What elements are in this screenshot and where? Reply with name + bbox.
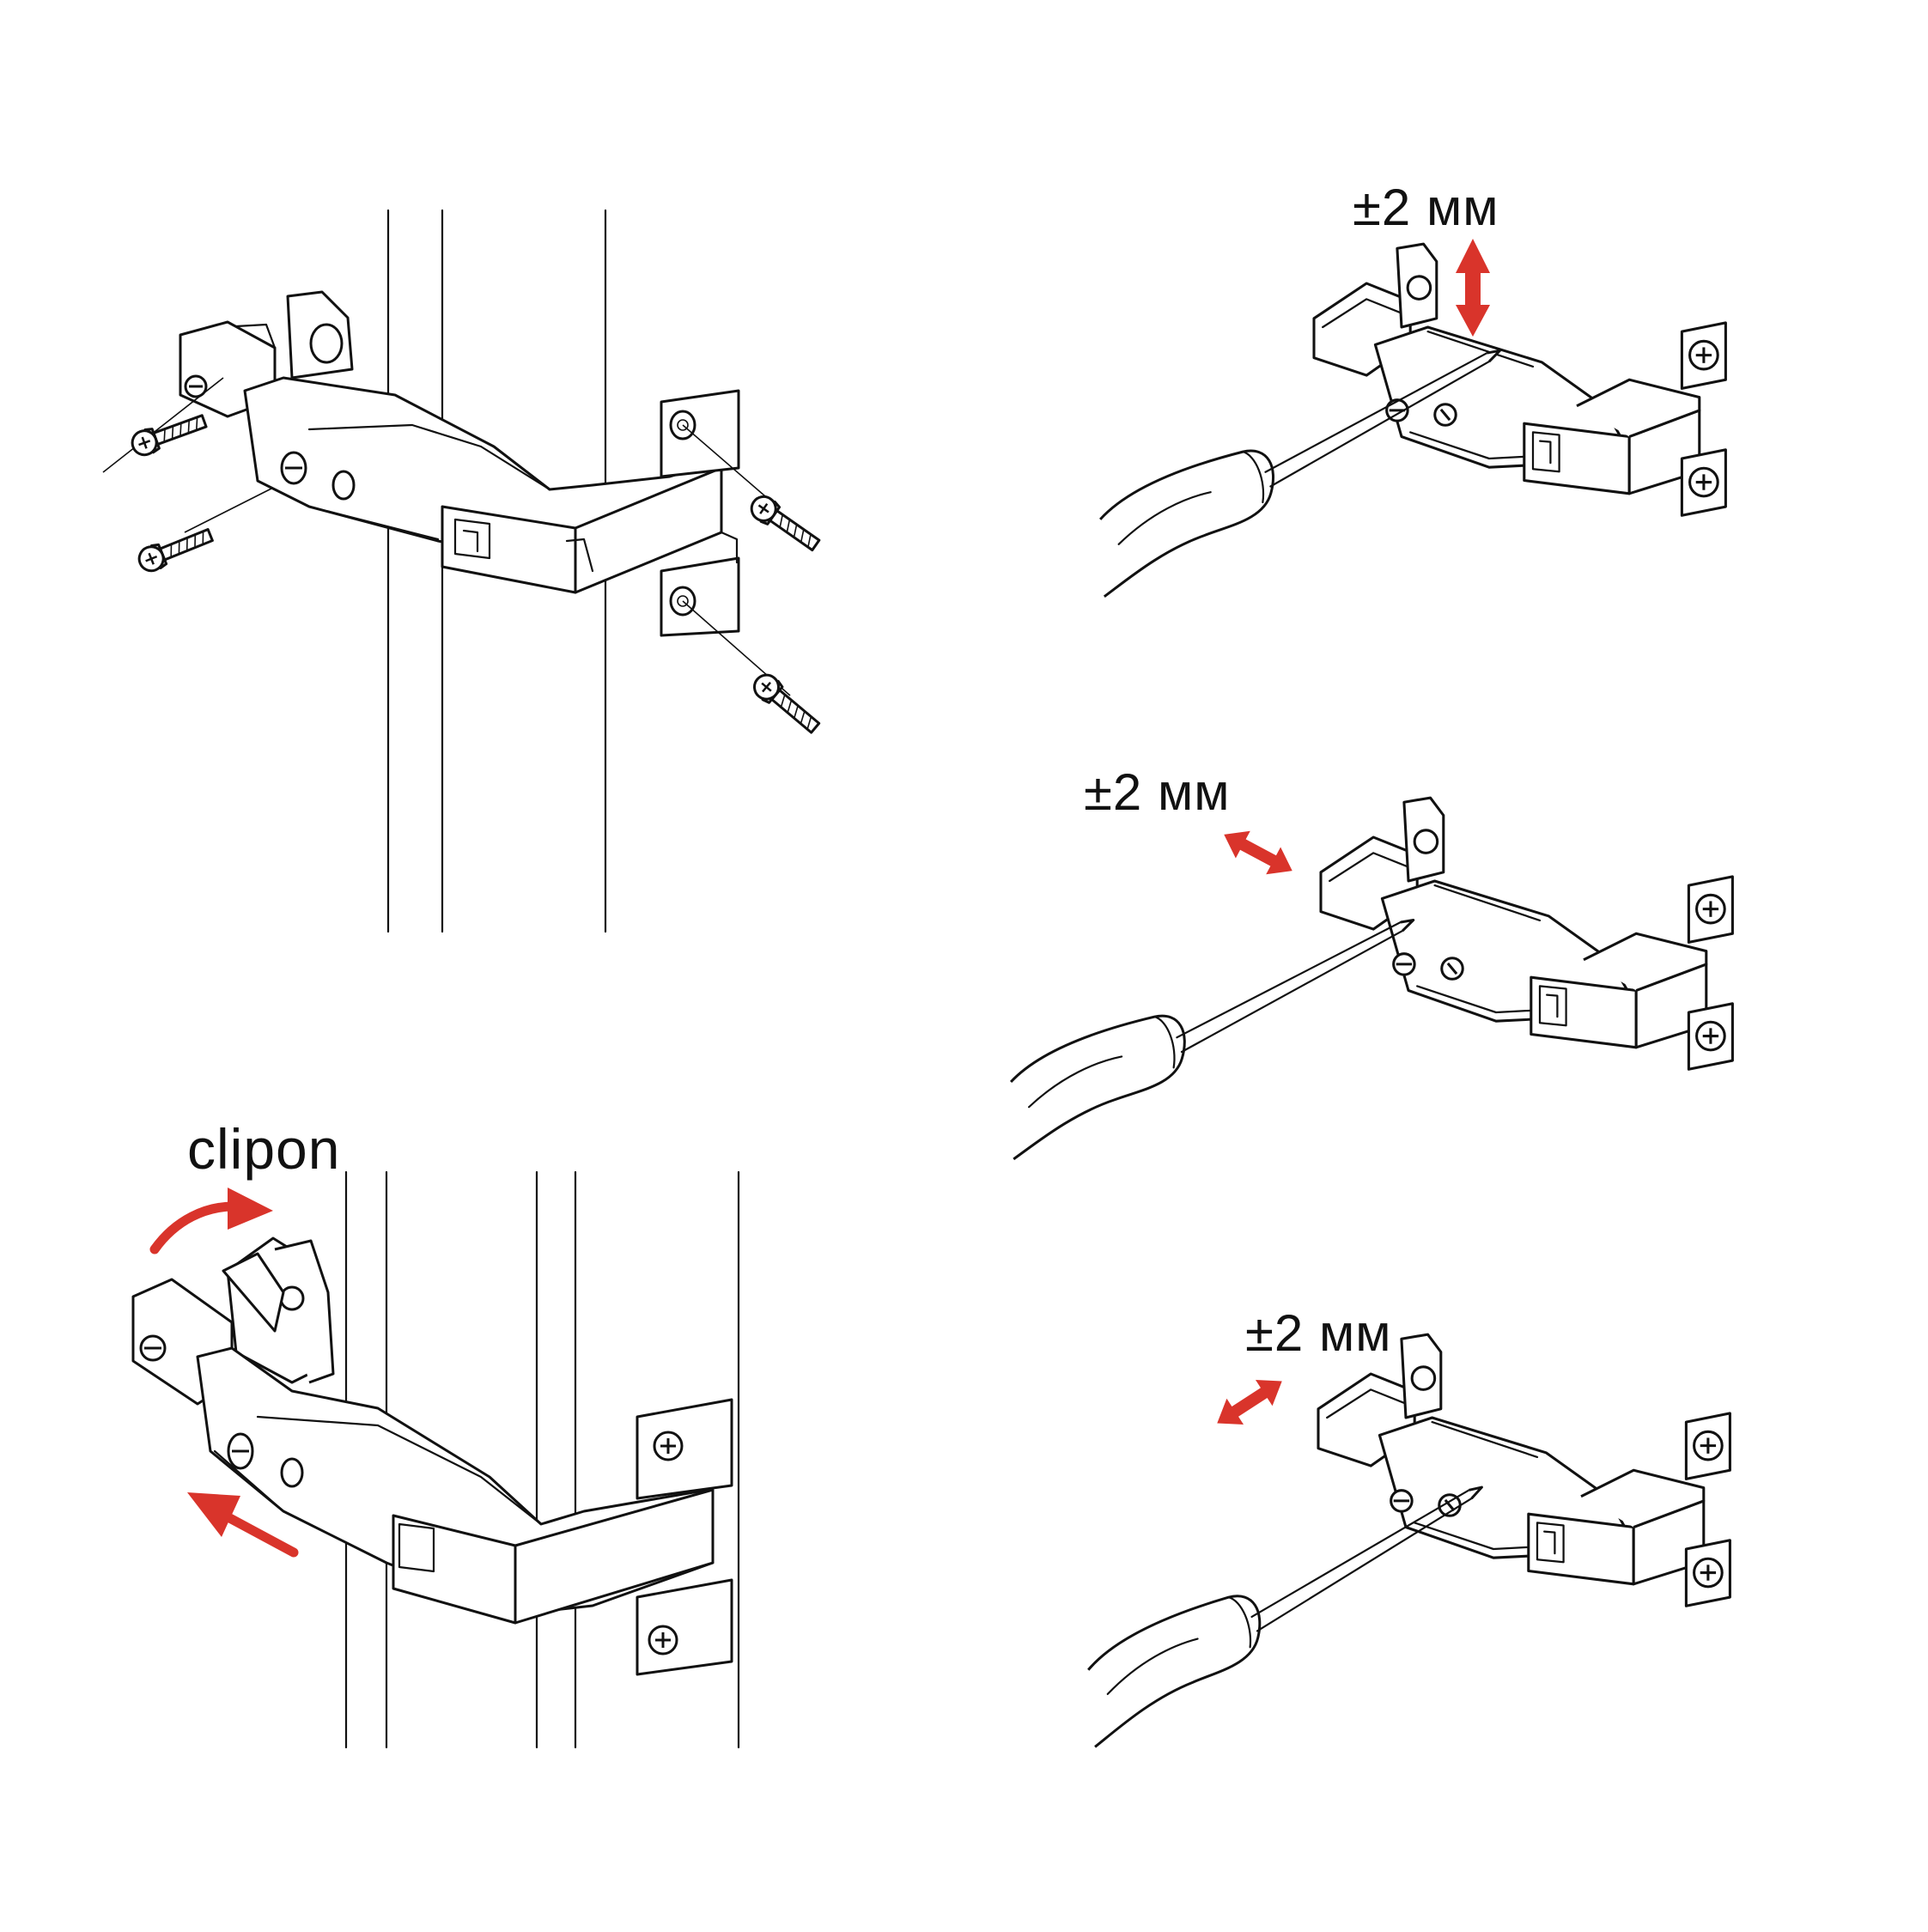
screw-icon (748, 668, 824, 738)
diagonal-arrow-icon (1216, 820, 1300, 885)
depth-adjustment-figure (1004, 798, 1732, 1161)
mounting-step-figure (102, 209, 824, 933)
screw-icon (745, 490, 824, 556)
hinge-icon (1318, 1334, 1730, 1606)
curved-arrow-icon (149, 1188, 273, 1255)
screwdriver-icon (1004, 918, 1423, 1161)
diagonal-arrow-icon (1208, 1368, 1291, 1437)
hinge-icon (1314, 244, 1725, 515)
height-adjust-label: ±2 мм (1353, 179, 1499, 236)
clipon-label: clipon (187, 1117, 341, 1181)
side-adjustment-figure (1073, 1334, 1730, 1748)
side-adjust-label: ±2 мм (1245, 1304, 1392, 1362)
clip-on-figure (131, 1170, 740, 1749)
hinge-icon (1321, 798, 1732, 1069)
screw-icon (127, 408, 210, 460)
screw-icon (134, 522, 216, 576)
straight-arrow-icon (187, 1492, 299, 1558)
vertical-arrow-icon (1456, 239, 1490, 337)
depth-adjust-label: ±2 мм (1084, 763, 1231, 821)
height-adjustment-figure (1091, 239, 1725, 598)
